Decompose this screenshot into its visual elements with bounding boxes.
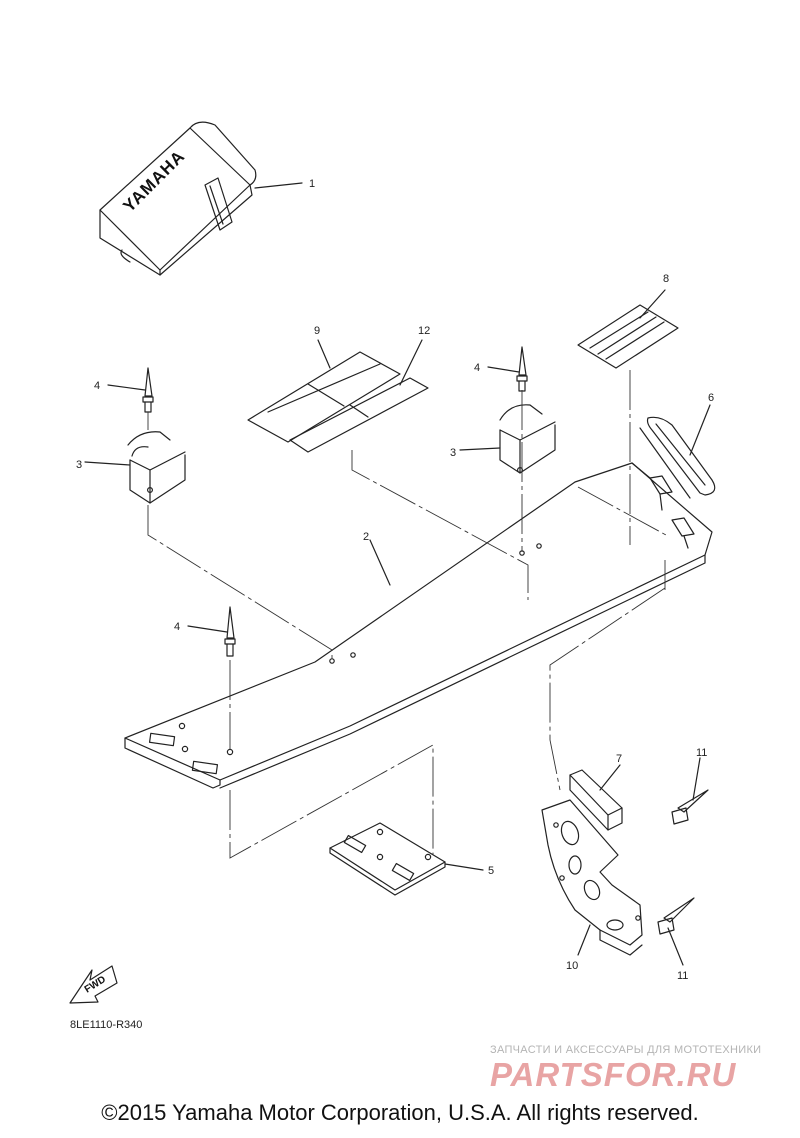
callout-11-upper: 11 [696, 747, 707, 759]
watermark-logo: PARTSFOR.RU [490, 1056, 736, 1093]
callout-12: 12 [418, 325, 430, 337]
callout-7: 7 [616, 753, 622, 765]
clip-part-left [127, 431, 186, 504]
callout-10: 10 [566, 960, 578, 972]
stripe-pad-part [577, 304, 679, 369]
callout-5: 5 [488, 865, 494, 877]
watermark-tagline: ЗАПЧАСТИ И АКСЕССУАРЫ ДЛЯ МОТОТЕХНИКИ [490, 1044, 762, 1056]
callout-3-right: 3 [450, 447, 456, 459]
copyright-notice: ©2015 Yamaha Motor Corporation, U.S.A. A… [101, 1100, 699, 1125]
tray-plate-part [124, 462, 713, 789]
callout-4-c: 4 [174, 621, 180, 633]
rivet-part-c [224, 606, 236, 657]
callout-11-lower: 11 [677, 970, 688, 982]
tool-case-part: YAMAHA [99, 121, 257, 276]
diagram-part-code: 8LE1110-R340 [70, 1019, 143, 1031]
foam-block-part [569, 769, 623, 831]
strap-part [639, 416, 716, 499]
callout-6: 6 [708, 392, 714, 404]
strip-part [289, 377, 429, 453]
callout-4-b: 4 [474, 362, 480, 374]
fwd-arrow-icon: FWD [69, 965, 118, 1004]
pin-part-lower [657, 897, 695, 935]
sheet-part [247, 351, 401, 443]
bracket-part [541, 799, 643, 956]
callout-1: 1 [309, 178, 315, 190]
callout-8: 8 [663, 273, 669, 285]
small-plate-part [329, 822, 446, 896]
callout-labels: 1 2 3 3 4 4 4 5 6 7 8 9 10 11 11 12 [76, 178, 714, 982]
callout-9: 9 [314, 325, 320, 337]
callout-2: 2 [363, 531, 369, 543]
pin-part-upper [671, 789, 709, 825]
callout-4-a: 4 [94, 380, 100, 392]
callout-3-left: 3 [76, 459, 82, 471]
clip-part-right [499, 404, 556, 474]
rivet-part-b [516, 346, 528, 392]
case-brand-label: YAMAHA [119, 146, 188, 215]
